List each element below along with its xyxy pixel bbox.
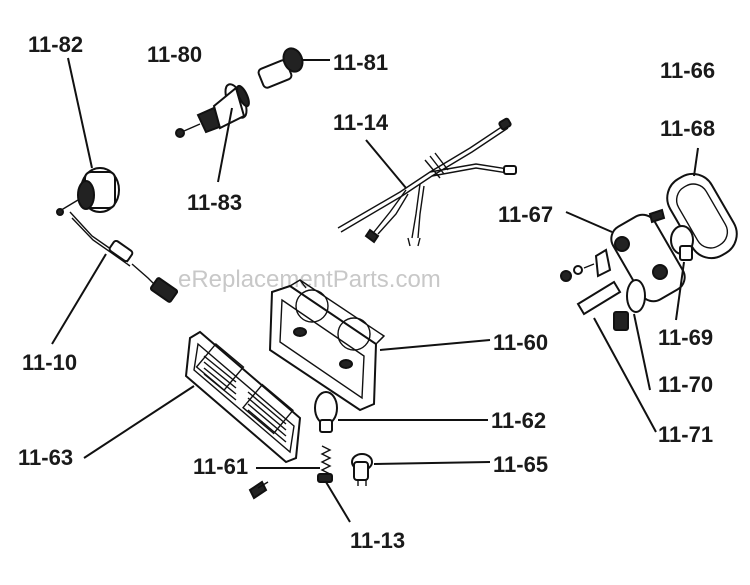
- watermark-text: eReplacementParts.com: [178, 266, 441, 293]
- part-11-13-screw: [248, 480, 269, 500]
- leader-11-82: [67, 57, 93, 169]
- label-11-60: 11-60: [493, 330, 548, 355]
- leader-11-83: [217, 107, 233, 183]
- leader-11-65: [373, 461, 491, 465]
- label-11-10: 11-10: [22, 350, 77, 375]
- part-11-62-bulb: [314, 391, 338, 433]
- leader-11-63: [83, 385, 195, 459]
- label-11-67: 11-67: [498, 202, 553, 227]
- label-11-61: 11-61: [193, 454, 248, 479]
- label-11-82: 11-82: [28, 32, 83, 57]
- leader-11-69: [675, 261, 685, 321]
- part-11-61-spring: [317, 445, 333, 483]
- part-11-70-socket: [594, 248, 646, 331]
- leader-11-70: [633, 313, 651, 391]
- label-11-62: 11-62: [491, 408, 546, 433]
- leader-11-68: [693, 147, 699, 177]
- part-11-67-lamp-housing: [610, 208, 686, 303]
- leader-11-60: [379, 339, 491, 351]
- label-11-69: 11-69: [658, 325, 713, 350]
- label-11-13: 11-13: [350, 528, 405, 553]
- part-11-69-bulb: [670, 225, 694, 261]
- label-11-66: 11-66: [660, 58, 715, 83]
- leader-11-13: [325, 481, 351, 523]
- label-11-83: 11-83: [187, 190, 242, 215]
- part-11-14-wiring-harness: [337, 117, 517, 247]
- part-11-60-lamp-housing: [268, 279, 386, 412]
- leader-11-10: [51, 253, 107, 345]
- part-11-63-lens: [184, 330, 302, 464]
- leader-11-71: [593, 317, 657, 433]
- part-11-71-stud: [560, 263, 622, 316]
- leader-11-67: [565, 211, 613, 233]
- label-11-70: 11-70: [658, 372, 713, 397]
- label-11-81: 11-81: [333, 50, 388, 75]
- part-11-65-socket: [351, 453, 373, 486]
- leader-11-14: [365, 139, 407, 189]
- label-11-14: 11-14: [333, 110, 389, 135]
- label-11-68: 11-68: [660, 116, 715, 141]
- part-11-10-pigtail: [69, 211, 179, 303]
- part-11-82-socket: [56, 167, 120, 216]
- label-11-71: 11-71: [658, 422, 713, 447]
- part-11-80-81-83-lighter: [175, 47, 304, 138]
- label-11-80: 11-80: [147, 42, 202, 67]
- label-11-65: 11-65: [493, 452, 548, 477]
- label-11-63: 11-63: [18, 445, 73, 470]
